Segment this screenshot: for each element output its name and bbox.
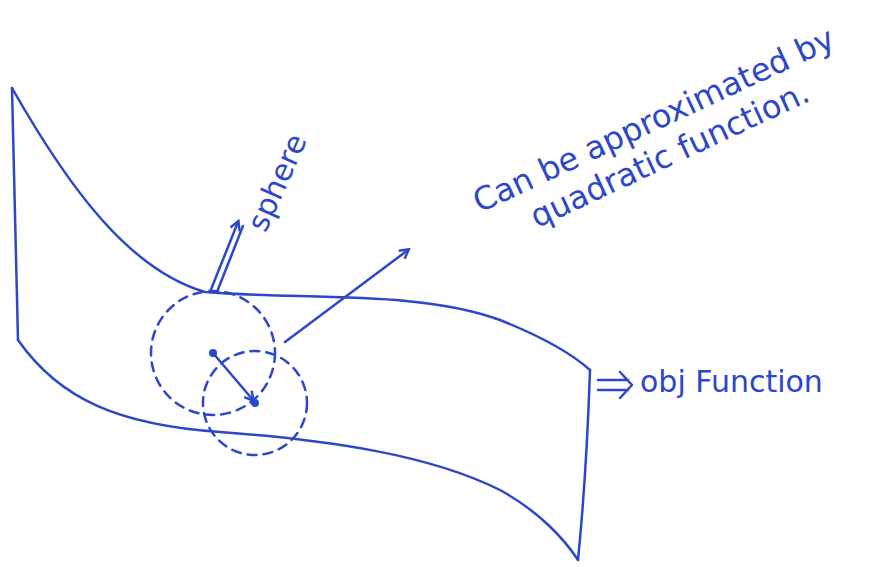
sphere-circle — [203, 351, 307, 455]
objective-label: obj Function — [640, 364, 870, 400]
sphere-leader — [210, 222, 238, 292]
center-dot — [209, 349, 217, 357]
sphere-leader — [217, 226, 243, 292]
center-dot — [251, 399, 259, 407]
surface-left-edge — [12, 88, 18, 340]
surface-right-edge — [578, 370, 590, 560]
step-arrow — [213, 353, 253, 400]
sphere-circle — [151, 291, 275, 415]
implies-arrow — [598, 372, 632, 398]
quadratic-leader — [285, 250, 408, 342]
sphere-label: sphere — [240, 76, 338, 237]
callout-note: Can be approximated by quadratic functio… — [428, 1, 883, 273]
surface-bottom-edge — [18, 340, 578, 560]
